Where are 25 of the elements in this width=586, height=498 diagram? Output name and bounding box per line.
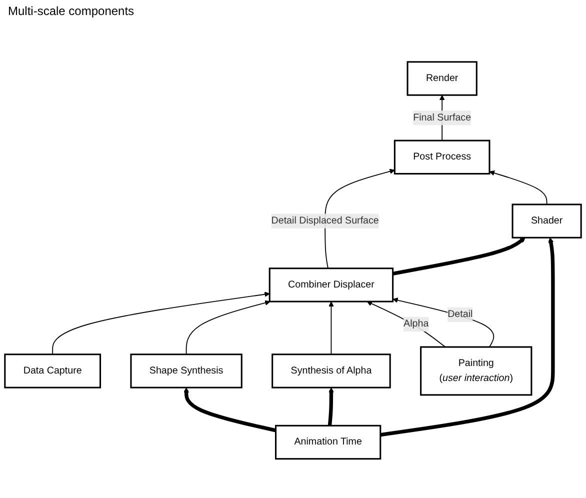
edge-label: Final Surface xyxy=(413,112,472,122)
arrow xyxy=(324,168,395,268)
arrow xyxy=(392,297,494,348)
arrow xyxy=(392,237,526,276)
node-box: Synthesis of Alpha xyxy=(272,353,391,388)
note-text: Multi-scale components xyxy=(8,4,136,18)
node-box: Animation Time xyxy=(275,424,382,460)
arrow xyxy=(328,300,334,354)
node-box: Render xyxy=(406,60,478,96)
arrow xyxy=(184,386,276,432)
node-box: Data Capture xyxy=(4,353,102,388)
edge-label: Detail Displaced Surface xyxy=(271,215,379,226)
arrow xyxy=(328,386,334,426)
arrow xyxy=(52,291,270,354)
edge-label: Alpha xyxy=(404,318,429,329)
edge-label: Detail xyxy=(448,308,473,320)
node-box: Shader xyxy=(512,203,582,238)
arrow xyxy=(366,300,446,348)
arrow xyxy=(380,237,555,436)
node-box: Shape Synthesis xyxy=(130,353,242,388)
node-box: Painting (user interaction) xyxy=(420,346,532,396)
node-box: Post Process xyxy=(394,139,490,174)
arrow xyxy=(186,300,270,354)
node-box: Combiner Displacer xyxy=(268,267,394,302)
arrow xyxy=(489,170,548,205)
